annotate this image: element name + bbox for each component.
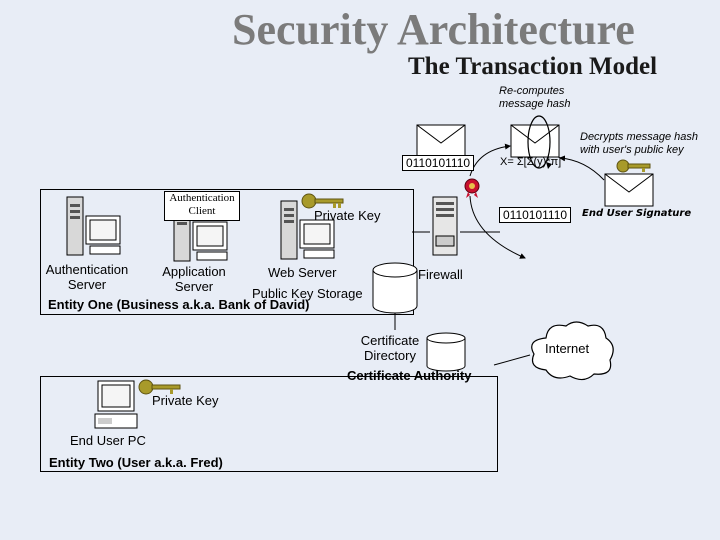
end-user-signature: End User Signature [582,208,692,219]
internet-cloud-icon [531,321,614,381]
envelope-icon [416,124,466,158]
web-server-label: Web Server [268,265,337,280]
public-key-storage-database-icon [372,262,418,314]
seal-icon [464,178,480,198]
recompute-cycle-icon [527,115,552,169]
recompute-note: Re-computes message hash [499,85,571,110]
key-icon [301,193,344,209]
decrypt-note: Decrypts message hash with user's public… [580,131,698,156]
end-user-pc-icon [94,380,138,429]
envelope-icon [604,173,654,207]
firewall-server-icon [432,196,458,256]
private-key-label: Private Key [314,208,381,223]
app-server-label: Application Server [162,264,226,294]
end-user-pc-label: End User PC [70,433,146,448]
certificate-directory-label: Certificate Directory [360,333,420,363]
auth-client-box: Authentication Client [164,191,240,221]
auth-server-label: Authentication Server [45,262,129,292]
internet-label: Internet [545,341,590,356]
entity-one-frame [40,189,414,315]
entity-two-frame [40,376,498,472]
web-server-computer-icon [280,200,335,260]
message-digits-left: 0110101110 [402,155,475,171]
entity-two-caption: Entity Two (User a.k.a. Fred) [49,455,223,470]
certificate-authority-label: Certificate Authority [347,368,472,383]
entity-one-caption: Entity One (Business a.k.a. Bank of Davi… [48,297,310,312]
key-icon [616,159,651,173]
user-private-key-label: Private Key [152,393,219,408]
auth-server-computer-icon [66,196,121,256]
envelope-icon [510,124,560,158]
hash-formula: X= Σ[Σ(y)*π] [500,156,562,168]
page-title: Security Architecture [232,5,635,54]
key-icon [138,379,181,395]
firewall-label: Firewall [418,267,463,282]
public-key-storage-label: Public Key Storage [252,286,363,301]
message-digits-right: 0110101110 [499,207,572,223]
page-subtitle: The Transaction Model [408,53,658,80]
certificate-directory-database-icon [426,332,466,372]
